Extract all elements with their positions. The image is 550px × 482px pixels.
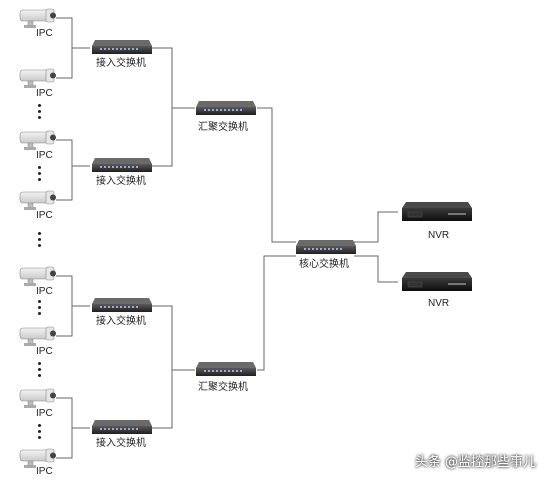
nvr-label: NVR	[428, 298, 450, 309]
ipc-label: IPC	[36, 286, 53, 297]
connection-lines	[56, 17, 398, 459]
ipc-camera-icon	[19, 130, 57, 151]
ellipsis-dots	[38, 424, 42, 442]
ipc-label: IPC	[36, 88, 53, 99]
ellipsis-dots	[38, 166, 42, 184]
nvr-icon	[401, 271, 473, 292]
network-switch-icon	[196, 101, 256, 115]
nvr-devices	[401, 201, 473, 292]
access-switch-label: 接入交换机	[96, 176, 146, 187]
ipc-camera-icon	[19, 8, 57, 29]
ipc-label: IPC	[36, 210, 53, 221]
ipc-label: IPC	[36, 346, 53, 357]
switches	[92, 40, 356, 434]
ipc-label: IPC	[36, 28, 53, 39]
watermark-text: 头条 @监控那些事儿	[414, 455, 536, 470]
network-switch-icon	[296, 240, 356, 254]
network-switch-icon	[92, 298, 152, 312]
ipc-label: IPC	[36, 408, 53, 419]
ellipsis-dots	[38, 362, 42, 380]
ipc-label: IPC	[36, 466, 53, 477]
access-switch-label: 接入交换机	[96, 58, 146, 69]
ipc-label: IPC	[36, 150, 53, 161]
aggregation-switch-label: 汇聚交换机	[198, 122, 248, 133]
ipc-camera-icon	[19, 326, 57, 347]
network-switch-icon	[196, 362, 256, 376]
ellipsis-dots	[38, 300, 42, 318]
network-switch-icon	[92, 158, 152, 172]
ellipsis-dots	[38, 232, 42, 250]
core-switch-label: 核心交换机	[299, 259, 349, 270]
nvr-label: NVR	[428, 230, 450, 241]
access-switch-label: 接入交换机	[96, 438, 146, 449]
aggregation-switch-label: 汇聚交换机	[198, 382, 248, 393]
nvr-icon	[401, 201, 473, 222]
ellipsis-dots	[38, 104, 42, 122]
access-switch-label: 接入交换机	[96, 316, 146, 327]
network-switch-icon	[92, 420, 152, 434]
ipc-camera-icon	[19, 388, 57, 409]
ipc-camera-icon	[19, 266, 57, 287]
ipc-camera-icon	[19, 190, 57, 211]
ipc-camera-icon	[19, 68, 57, 89]
network-switch-icon	[92, 40, 152, 54]
